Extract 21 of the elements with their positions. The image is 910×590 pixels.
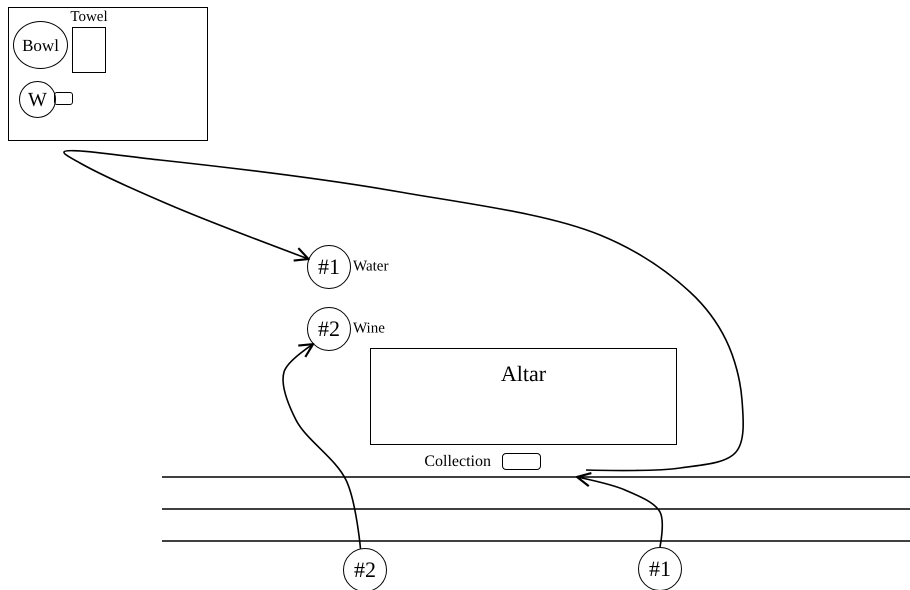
- node-label: #2: [318, 318, 340, 340]
- arrow: [576, 472, 664, 548]
- side-label: Collection: [424, 454, 491, 470]
- node-label: #2: [354, 559, 376, 581]
- side-label: Wine: [353, 322, 385, 336]
- circle-node: [343, 548, 387, 590]
- node-label: #1: [318, 256, 340, 278]
- node-label: Altar: [500, 363, 546, 385]
- node-label: Towel: [70, 10, 108, 25]
- arrow: [282, 343, 362, 549]
- small-box: [54, 92, 73, 105]
- node-label: Bowl: [22, 36, 59, 54]
- circle-node: [13, 21, 68, 69]
- rect-node: [370, 348, 677, 445]
- node-label: W: [28, 90, 47, 110]
- circle-node: [638, 547, 682, 590]
- node-label: #1: [649, 558, 671, 580]
- arrow: [63, 150, 744, 472]
- table-box: [8, 7, 208, 141]
- circle-node: [19, 81, 56, 118]
- side-label: Water: [353, 260, 388, 274]
